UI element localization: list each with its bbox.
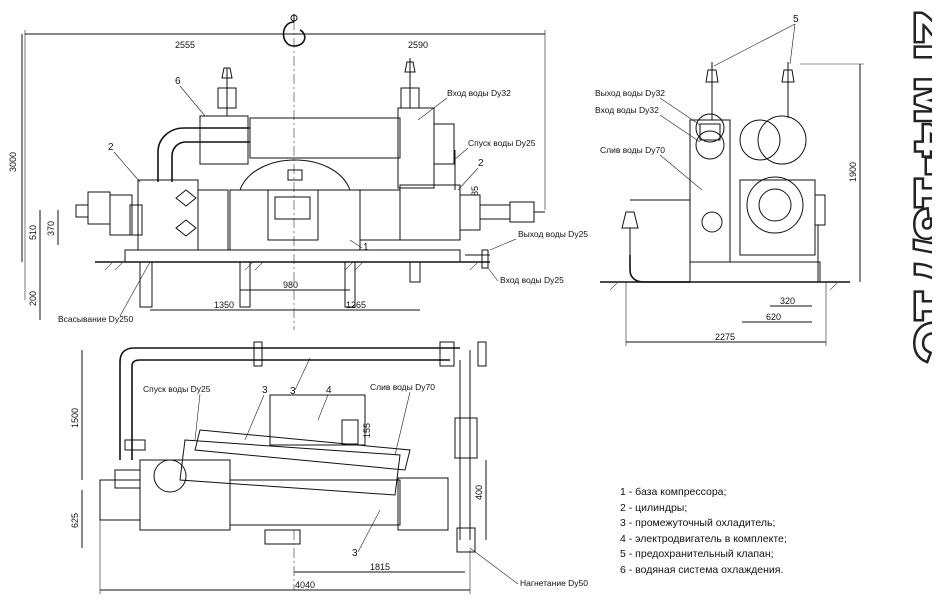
legend-item-5: 5 - предохранительный клапан; bbox=[620, 548, 774, 560]
callout-3-left: 3 bbox=[262, 385, 268, 396]
callout-6: 6 bbox=[175, 76, 181, 87]
floor-hatch bbox=[104, 261, 479, 271]
dim-1265: 1265 bbox=[346, 300, 366, 310]
label-top-drain-dy70: Слив воды Dy70 bbox=[370, 382, 435, 392]
model-title-text: 2ГМ4-13/71С bbox=[904, 12, 932, 363]
dim-1900: 1900 bbox=[848, 162, 858, 182]
label-top-drain-dy25: Спуск воды Dy25 bbox=[143, 384, 211, 394]
dim-top-right: 2590 bbox=[408, 40, 428, 50]
dim-370: 370 bbox=[46, 221, 56, 236]
dim-510: 510 bbox=[28, 225, 38, 240]
dim-1815: 1815 bbox=[370, 562, 390, 572]
dim-1350: 1350 bbox=[214, 300, 234, 310]
dim-1500: 1500 bbox=[70, 408, 80, 428]
label-side-water-in-dy32: Вход воды Dy32 bbox=[595, 105, 659, 115]
dim-85: 85 bbox=[470, 186, 480, 196]
dim-top-left: 2555 bbox=[175, 40, 195, 50]
front-view: 2555 2590 3000 510 370 200 bbox=[8, 14, 588, 330]
label-discharge-dy50: Нагнетание Dy50 bbox=[520, 578, 588, 588]
dim-200: 200 bbox=[28, 291, 38, 306]
dim-height-3000: 3000 bbox=[8, 152, 18, 172]
legend-item-4: 4 - электродвигатель в комплекте; bbox=[620, 532, 787, 545]
label-water-in-dy25: Вход воды Dy25 bbox=[500, 275, 564, 285]
legend-item-2: 2 - цилиндры; bbox=[620, 501, 688, 514]
callout-2-left: 2 bbox=[108, 142, 114, 153]
label-water-in-dy32: Вход воды Dy32 bbox=[447, 88, 511, 98]
label-suction-dy250: Всасывание Dy250 bbox=[58, 314, 134, 324]
callout-1: 1 bbox=[363, 242, 369, 253]
dim-620: 620 bbox=[766, 312, 781, 322]
label-water-out-dy25: Выход воды Dy25 bbox=[518, 229, 588, 239]
callout-3-bottom: 3 bbox=[352, 548, 358, 559]
legend-item-6: 6 - водяная система охлаждения. bbox=[620, 563, 784, 576]
dim-155: 155 bbox=[362, 423, 372, 438]
dim-320: 320 bbox=[780, 296, 795, 306]
label-water-drain-dy25: Спуск воды Dy25 bbox=[468, 138, 536, 148]
side-view: 5 Выход воды Dy32 Вход воды Dy32 Слив во… bbox=[595, 14, 864, 346]
legend: 1 - база компрессора; 2 - цилиндры; 3 - … bbox=[620, 485, 920, 578]
label-side-water-out-dy32: Выход воды Dy32 bbox=[595, 88, 665, 98]
legend-item-3: 3 - промежуточный охладитель; bbox=[620, 517, 776, 529]
callout-4: 4 bbox=[326, 385, 332, 396]
dim-400: 400 bbox=[474, 485, 484, 500]
callout-2-right: 2 bbox=[478, 158, 484, 169]
legend-item-1: 1 - база компрессора; bbox=[620, 486, 727, 498]
model-title: 2ГМ4-13/71С bbox=[902, 10, 933, 366]
callout-3-top: 3 bbox=[290, 386, 296, 397]
dim-4040: 4040 bbox=[295, 580, 315, 590]
dim-980: 980 bbox=[283, 280, 298, 290]
top-view: 3 3 4 3 Спуск воды Dy25 Слив воды Dy70 Н… bbox=[70, 341, 588, 594]
callout-5: 5 bbox=[793, 14, 799, 25]
label-side-drain-dy70: Слив воды Dy70 bbox=[600, 145, 665, 155]
dim-625: 625 bbox=[70, 513, 80, 528]
dim-2275: 2275 bbox=[715, 332, 735, 342]
